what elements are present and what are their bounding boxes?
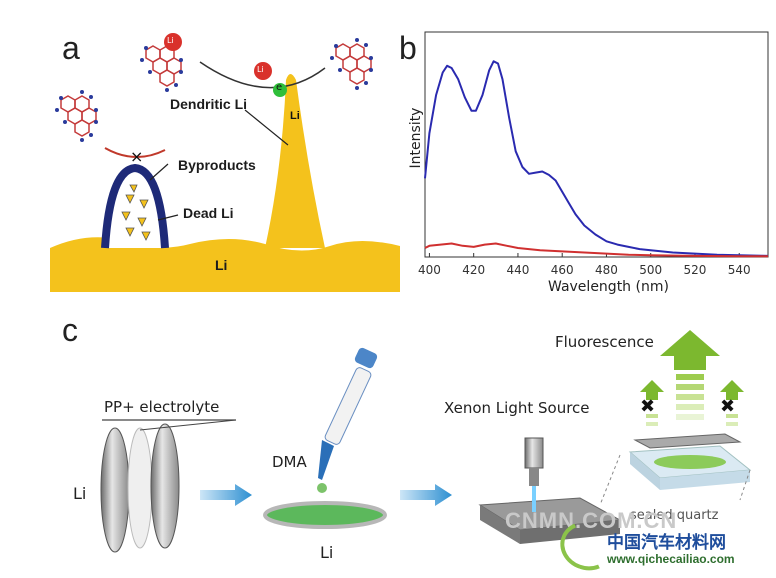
x-tick-label: 540 [728,263,751,277]
x-tick-label: 500 [639,263,662,277]
li-disc-1 [100,427,130,553]
substrate-li-label: Li [215,257,228,273]
x-tick-label: 520 [684,263,707,277]
dendrite [265,74,325,248]
quartz-lid [633,433,742,449]
process-arrow-1 [200,484,252,506]
sealed-quartz-label: sealed quartz [630,508,719,523]
li-substrate [50,237,400,292]
x-tick-label: 480 [595,263,618,277]
small-arrow-left [640,380,664,426]
spectrum-series [424,60,769,258]
tip-li-label: Li [290,110,300,122]
process-arrow-2 [400,484,452,506]
xenon-lamp [524,437,544,469]
panel-a-letter: a [62,30,80,66]
dead-li-dome [101,163,169,249]
electron-label: e [276,82,283,93]
x-axis-label: Wavelength (nm) [548,279,669,295]
spectrum-line-2 [424,242,768,258]
spectrum-line-1 [424,60,769,257]
byproducts-label: Byproducts [178,157,256,173]
y-axis-label: Intensity [408,107,424,169]
dead-li-particles [121,184,151,241]
fluorescence-arrow [660,330,720,420]
li-disk-green [263,501,387,529]
spectrum-chart: 400 420 440 460 480 500 520 540 [418,31,769,277]
dendritic-li-label: Dendritic Li [170,96,248,112]
watermark-site-url: www.qichecailiao.com [607,552,735,566]
watermark-site-cn: 中国汽车材料网 [607,533,726,552]
li-ion-label-top: Li [167,36,174,45]
dead-li-label: Dead Li [183,205,234,221]
li-left-label: Li [73,484,87,503]
panel-c-letter: c [62,312,78,348]
x-tick-label: 460 [551,263,574,277]
li-ion-top [164,33,182,51]
separator-disc [127,427,153,549]
ion-path-curve [199,61,326,89]
li-ion-mid [254,62,272,80]
panel-b-letter: b [399,30,417,66]
li-disk-label: Li [320,543,334,562]
cross-right: ✖ [720,396,735,417]
blocked-arrow [104,147,166,159]
li-ion-label-mid: Li [257,65,264,74]
x-tick-label: 420 [462,263,485,277]
svg-text:×: × [130,147,143,166]
x-axis-ticks: 400 420 440 460 480 500 520 540 [418,253,751,277]
x-tick-label: 400 [418,263,441,277]
dma-label: DMA [272,453,307,471]
panel-a-illustration: × [50,33,400,292]
pipette [317,347,378,493]
panel-c-illustration: ✖ ✖ [100,330,752,553]
fluorescence-label: Fluorescence [555,333,654,351]
xenon-light-source-label: Xenon Light Source [444,399,590,417]
pp-electrolyte-label: PP+ electrolyte [104,398,220,416]
electron [273,83,287,97]
li-disc-2 [150,423,180,549]
cross-left: ✖ [640,396,655,417]
plot-frame [424,31,769,258]
small-arrow-right [720,380,744,426]
x-tick-label: 440 [506,263,529,277]
watermark-cnmn: CNMN.COM.CN [505,508,678,533]
